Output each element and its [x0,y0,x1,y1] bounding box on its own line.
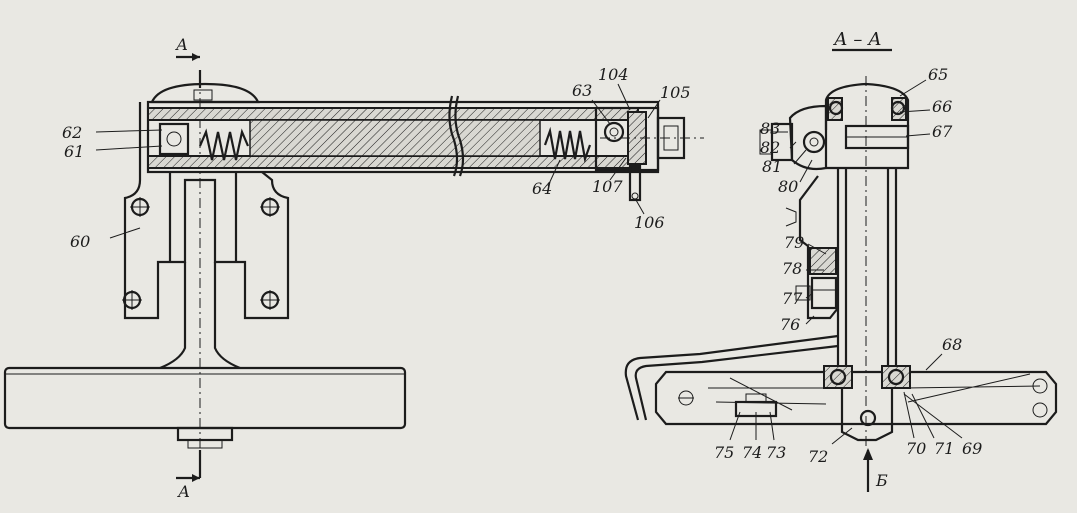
label-104: 104 [598,65,629,84]
cap-screw [193,89,213,101]
left-ball [166,131,182,147]
label-66: 66 [932,97,952,116]
left-pin [158,122,190,156]
left-spring [198,128,250,161]
label-83: 83 [760,119,780,138]
pin-housing [759,104,828,171]
label-72: 72 [808,447,828,466]
label-64: 64 [532,179,552,198]
section-letter-top: А [175,35,188,54]
label-67: 67 [932,122,953,141]
label-70: 70 [906,439,926,458]
right-view: А – А [624,29,1058,492]
label-106: 106 [634,213,665,232]
view-letter: Б [875,471,888,490]
label-74: 74 [742,443,762,462]
bracket-60 [122,102,290,320]
right-spring [543,126,592,164]
section-letter-bottom: А [177,482,190,501]
label-79: 79 [784,233,804,252]
section-mark-top: А [175,35,202,88]
section-mark-bottom: А [176,450,202,501]
base-plate [3,366,407,449]
label-61: 61 [64,142,84,161]
base-housing-68 [654,365,1058,442]
label-77: 77 [782,289,803,308]
label-75: 75 [714,443,734,462]
left-view: А А [3,35,704,501]
top-cap [150,82,260,104]
label-78: 78 [782,259,802,278]
label-73: 73 [766,443,786,462]
label-82: 82 [760,138,780,157]
bent-rod-inner [634,344,839,421]
section-title: А – А [832,29,882,50]
column-tube [836,168,898,370]
label-69: 69 [962,439,982,458]
label-81: 81 [762,157,782,176]
arm-tube [146,95,660,177]
label-65: 65 [928,65,948,84]
view-mark: Б [863,448,888,492]
label-71: 71 [934,439,954,458]
stem [159,262,241,370]
label-63: 63 [572,81,592,100]
label-80: 80 [778,177,798,196]
bent-rod [624,334,839,421]
head-65 [824,82,910,170]
label-107: 107 [592,177,623,196]
label-76: 76 [780,315,800,334]
label-60: 60 [70,232,90,251]
label-105: 105 [660,83,691,102]
label-68: 68 [942,335,962,354]
right-end-housing [594,106,704,202]
label-62: 62 [62,123,82,142]
